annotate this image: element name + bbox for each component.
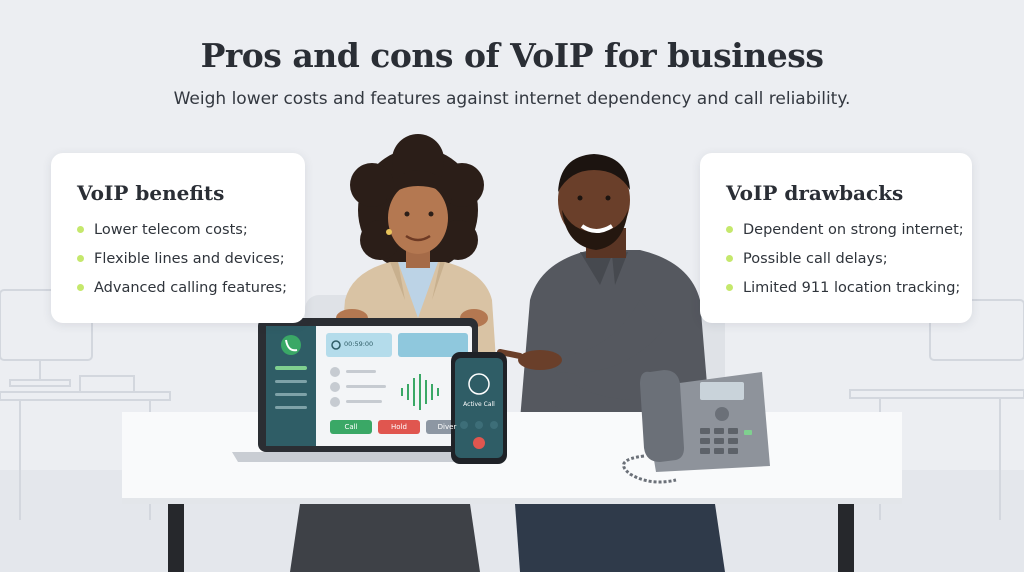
laptop bbox=[232, 318, 504, 462]
desk-leg bbox=[168, 504, 184, 572]
phone-app-icon bbox=[281, 335, 301, 355]
benefits-card: VoIP benefits Lower telecom costs; Flexi… bbox=[51, 153, 305, 323]
laptop-divert-button[interactable]: Diver bbox=[437, 423, 457, 431]
list-item-text: Lower telecom costs; bbox=[94, 222, 248, 238]
list-item-text: Dependent on strong internet; bbox=[743, 222, 964, 238]
list-item: Limited 911 location tracking; bbox=[726, 279, 964, 308]
laptop-hold-button[interactable]: Hold bbox=[391, 423, 407, 431]
list-item-text: Limited 911 location tracking; bbox=[743, 280, 961, 296]
list-item: Lower telecom costs; bbox=[77, 221, 287, 250]
call-button-shape bbox=[330, 420, 372, 434]
list-item-text: Flexible lines and devices; bbox=[94, 251, 285, 267]
benefits-title: VoIP benefits bbox=[77, 181, 225, 205]
timer-panel bbox=[326, 333, 392, 357]
handset bbox=[640, 370, 684, 462]
desk-phone bbox=[622, 370, 770, 484]
drawbacks-list: Dependent on strong internet; Possible c… bbox=[726, 221, 964, 308]
phone-call-status: Active Call bbox=[463, 401, 495, 408]
hold-button-shape bbox=[378, 420, 420, 434]
headset-icon bbox=[468, 373, 490, 395]
drawbacks-card: VoIP drawbacks Dependent on strong inter… bbox=[700, 153, 972, 323]
bullet-dot bbox=[77, 255, 84, 262]
benefits-list: Lower telecom costs; Flexible lines and … bbox=[77, 221, 287, 308]
laptop-timer: 00:59:00 bbox=[344, 340, 374, 348]
list-item: Flexible lines and devices; bbox=[77, 250, 287, 279]
list-item: Advanced calling features; bbox=[77, 279, 287, 308]
list-item-text: Advanced calling features; bbox=[94, 280, 287, 296]
page-title: Pros and cons of VoIP for business bbox=[200, 36, 824, 75]
page-subtitle: Weigh lower costs and features against i… bbox=[173, 89, 851, 109]
end-call-icon bbox=[473, 437, 485, 449]
bullet-dot bbox=[726, 284, 733, 291]
bullet-dot bbox=[77, 284, 84, 291]
list-item: Possible call delays; bbox=[726, 250, 964, 279]
laptop-base bbox=[232, 452, 504, 462]
bullet-dot bbox=[726, 255, 733, 262]
audio-waveform bbox=[401, 374, 439, 410]
list-item: Dependent on strong internet; bbox=[726, 221, 964, 250]
bullet-dot bbox=[726, 226, 733, 233]
list-item-text: Possible call delays; bbox=[743, 251, 888, 267]
drawbacks-title: VoIP drawbacks bbox=[726, 181, 904, 205]
bullet-dot bbox=[77, 226, 84, 233]
coiled-cord bbox=[622, 454, 677, 484]
desk-leg bbox=[838, 504, 854, 572]
laptop-call-button[interactable]: Call bbox=[344, 423, 358, 431]
smartphone bbox=[451, 352, 507, 464]
